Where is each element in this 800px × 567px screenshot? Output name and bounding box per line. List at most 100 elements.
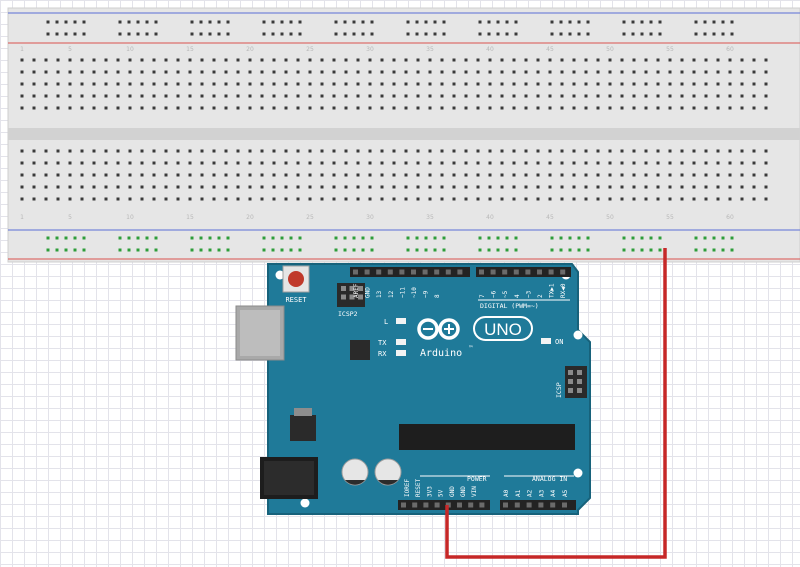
- rail-hole: [334, 32, 338, 36]
- breadboard-hole: [44, 185, 48, 189]
- breadboard-hole: [704, 185, 708, 189]
- breadboard-hole: [356, 197, 360, 201]
- header-pin-hole[interactable]: [445, 269, 451, 275]
- header-pin-hole[interactable]: [526, 502, 532, 508]
- header-pin-hole[interactable]: [353, 269, 358, 275]
- header-pin-hole[interactable]: [560, 269, 566, 275]
- breadboard-hole: [764, 197, 768, 201]
- digital-header-right: [476, 267, 571, 277]
- breadboard-hole: [164, 149, 168, 153]
- breadboard-hole: [548, 185, 552, 189]
- breadboard-hole: [152, 161, 156, 165]
- rail-hole: [82, 248, 86, 252]
- breadboard-hole: [548, 94, 552, 98]
- breadboard-hole: [320, 94, 324, 98]
- breadboard-hole: [416, 82, 420, 86]
- rail-hole: [208, 236, 212, 240]
- header-pin-hole[interactable]: [490, 269, 496, 275]
- header-pin-hole[interactable]: [422, 269, 428, 275]
- rail-hole: [406, 20, 410, 24]
- breadboard-hole: [68, 70, 72, 74]
- header-pin-hole[interactable]: [457, 502, 462, 508]
- breadboard-hole: [656, 106, 660, 110]
- breadboard-hole: [716, 94, 720, 98]
- breadboard-hole: [704, 161, 708, 165]
- breadboard-hole: [68, 185, 72, 189]
- reset-button-cap[interactable]: [288, 271, 304, 287]
- header-pin-hole[interactable]: [479, 502, 485, 508]
- header-pin-hole[interactable]: [537, 269, 542, 275]
- header-pin-hole[interactable]: [562, 502, 567, 508]
- breadboard-hole: [428, 82, 432, 86]
- breadboard-hole: [224, 161, 228, 165]
- breadboard-hole: [104, 82, 108, 86]
- header-pin-hole[interactable]: [479, 269, 484, 275]
- breadboard-hole: [344, 106, 348, 110]
- header-pin-hole[interactable]: [376, 269, 382, 275]
- header-pin-hole[interactable]: [514, 502, 520, 508]
- header-pin-hole[interactable]: [550, 502, 556, 508]
- rail-hole: [154, 20, 158, 24]
- breadboard-hole: [212, 173, 216, 177]
- header-pin-hole[interactable]: [434, 269, 440, 275]
- breadboard-hole: [512, 149, 516, 153]
- breadboard-hole: [32, 185, 36, 189]
- breadboard-hole: [596, 185, 600, 189]
- header-pin-hole[interactable]: [548, 269, 554, 275]
- header-pin-hole[interactable]: [525, 269, 531, 275]
- rail-hole: [514, 32, 518, 36]
- header-pin-hole[interactable]: [399, 269, 405, 275]
- header-pin-hole[interactable]: [503, 502, 508, 508]
- header-pin-hole[interactable]: [457, 269, 463, 275]
- breadboard-hole: [644, 94, 648, 98]
- breadboard-hole: [308, 161, 312, 165]
- rail-hole: [559, 236, 563, 240]
- breadboard-hole: [332, 94, 336, 98]
- header-pin-hole[interactable]: [513, 269, 519, 275]
- rail-hole: [712, 20, 716, 24]
- breadboard-hole: [584, 149, 588, 153]
- jumper-wire-red[interactable]: [445, 248, 667, 559]
- breadboard-hole: [152, 82, 156, 86]
- rail-hole: [631, 236, 635, 240]
- breadboard-hole: [452, 173, 456, 177]
- header-pin-hole[interactable]: [412, 502, 418, 508]
- breadboard-hole: [704, 149, 708, 153]
- header-pin-hole[interactable]: [538, 502, 544, 508]
- breadboard-hole: [476, 58, 480, 62]
- breadboard-hole: [692, 161, 696, 165]
- header-pin-hole[interactable]: [364, 269, 370, 275]
- rail-hole: [433, 32, 437, 36]
- header-pin-hole[interactable]: [411, 269, 416, 275]
- rail-hole: [640, 236, 644, 240]
- breadboard-hole: [464, 106, 468, 110]
- breadboard-hole: [524, 173, 528, 177]
- breadboard-hole: [524, 94, 528, 98]
- rail-hole: [496, 32, 500, 36]
- breadboard-hole: [200, 106, 204, 110]
- breadboard-column-number: 40: [486, 214, 494, 221]
- header-pin-hole[interactable]: [502, 269, 508, 275]
- breadboard-hole: [32, 106, 36, 110]
- breadboard-hole: [296, 173, 300, 177]
- header-pin-hole[interactable]: [387, 269, 393, 275]
- breadboard-hole: [764, 173, 768, 177]
- rail-hole: [694, 32, 698, 36]
- rail-hole: [82, 236, 86, 240]
- header-pin-hole[interactable]: [401, 502, 406, 508]
- analog-header: [500, 500, 576, 510]
- voltage-regulator-tab: [294, 408, 312, 416]
- rail-hole: [505, 32, 509, 36]
- rail-hole: [496, 20, 500, 24]
- header-pin-hole[interactable]: [468, 502, 474, 508]
- breadboard-hole: [548, 106, 552, 110]
- breadboard-hole: [212, 58, 216, 62]
- rail-hole: [289, 236, 293, 240]
- header-pin-hole[interactable]: [423, 502, 429, 508]
- breadboard-hole: [620, 161, 624, 165]
- breadboard-hole: [644, 185, 648, 189]
- rail-hole: [550, 32, 554, 36]
- rail-hole: [136, 248, 140, 252]
- header-pin-hole[interactable]: [434, 502, 440, 508]
- breadboard-hole: [32, 70, 36, 74]
